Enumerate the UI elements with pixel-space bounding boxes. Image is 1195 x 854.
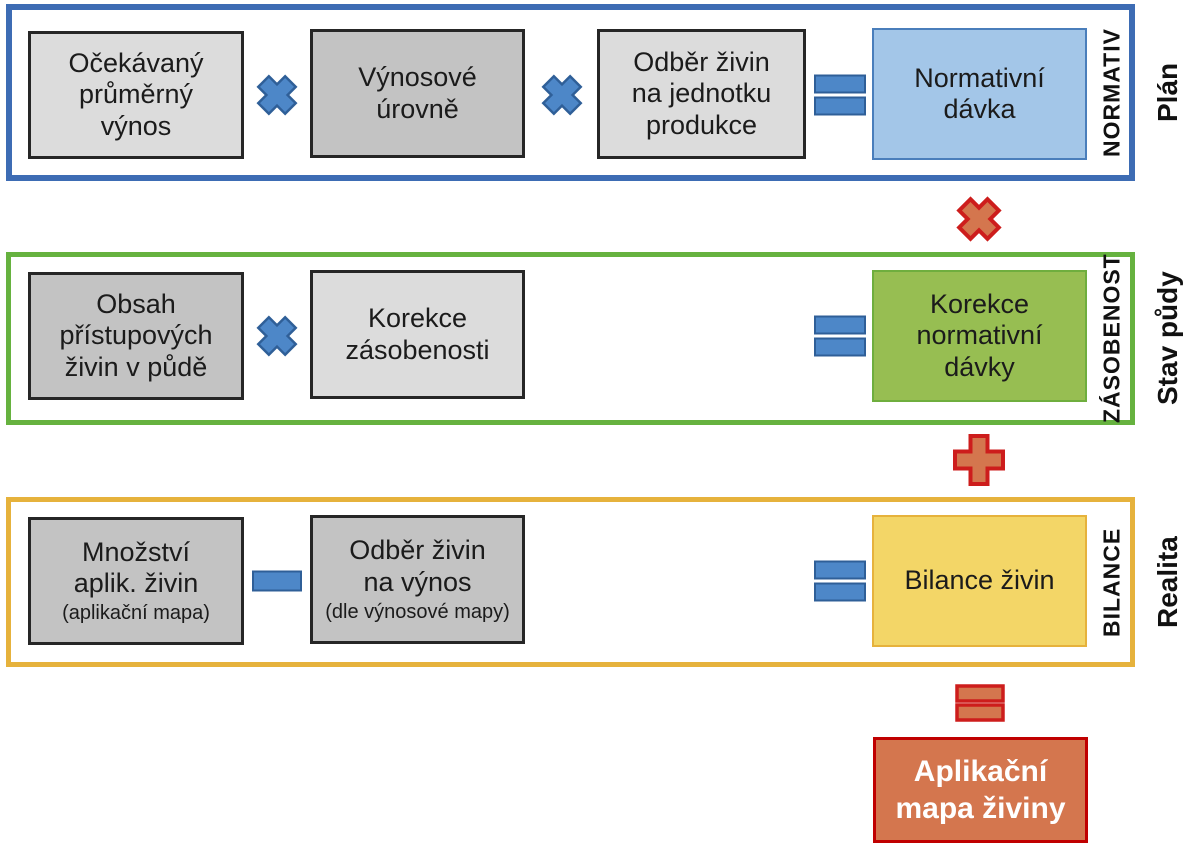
equals-icon [814, 560, 866, 602]
equals-icon [955, 684, 1005, 722]
box-ocekavany-prumerny-vynos: Očekávaný průměrný výnos [28, 31, 244, 159]
box-label: Aplikační mapa živiny [895, 754, 1066, 826]
box-sublabel: (dle výnosové mapy) [325, 600, 510, 623]
band-inner-label-bilance: BILANCE [1098, 527, 1125, 637]
box-label: Množství aplik. živin [73, 536, 199, 598]
box-aplikacni-mapa-ziviny: Aplikační mapa živiny [873, 737, 1088, 843]
box-label: Odběr živin na jednotku produkce [631, 47, 772, 140]
box-label: Odběr živin na výnos [349, 535, 486, 597]
box-label: Normativní dávka [914, 62, 1045, 124]
box-korekce-zasobenosti: Korekce zásobenosti [310, 270, 525, 399]
plus-icon [953, 434, 1005, 486]
equals-icon [814, 315, 866, 357]
box-vynosove-urovne: Výnosové úrovně [310, 29, 525, 158]
box-odber-zivin-na-vynos: Odběr živin na výnos (dle výnosové mapy) [310, 515, 525, 644]
band-outer-label-stav-pudy: Stav půdy [1152, 271, 1183, 406]
multiply-icon [256, 74, 298, 116]
band-inner-label-zasobenost: ZÁSOBENOST [1098, 253, 1125, 424]
multiply-icon [541, 74, 583, 116]
multiply-icon [956, 196, 1002, 242]
box-sublabel: (aplikační mapa) [62, 602, 210, 625]
box-label: Výnosové úrovně [358, 62, 477, 124]
box-obsah-pristupovych-zivin: Obsah přístupových živin v půdě [28, 272, 244, 400]
band-inner-label-normativ: NORMATIV [1098, 28, 1125, 157]
box-label: Očekávaný průměrný výnos [68, 48, 204, 141]
band-outer-label-realita: Realita [1152, 536, 1183, 628]
band-outer-label-plan: Plán [1152, 62, 1183, 123]
equals-icon [814, 74, 866, 116]
box-mnozstvi-aplik-zivin: Množství aplik. živin (aplikační mapa) [28, 517, 244, 645]
box-normativni-davka: Normativní dávka [872, 28, 1087, 160]
box-label: Korekce normativní dávky [916, 289, 1043, 382]
minus-icon [252, 570, 302, 592]
multiply-icon [256, 315, 298, 357]
box-label: Korekce zásobenosti [345, 303, 490, 365]
box-label: Obsah přístupových živin v půdě [59, 289, 213, 382]
box-korekce-normativni-davky: Korekce normativní dávky [872, 270, 1087, 402]
box-odber-zivin-na-jednotku-produkce: Odběr živin na jednotku produkce [597, 29, 806, 159]
box-label: Bilance živin [904, 565, 1055, 596]
box-bilance-zivin: Bilance živin [872, 515, 1087, 647]
